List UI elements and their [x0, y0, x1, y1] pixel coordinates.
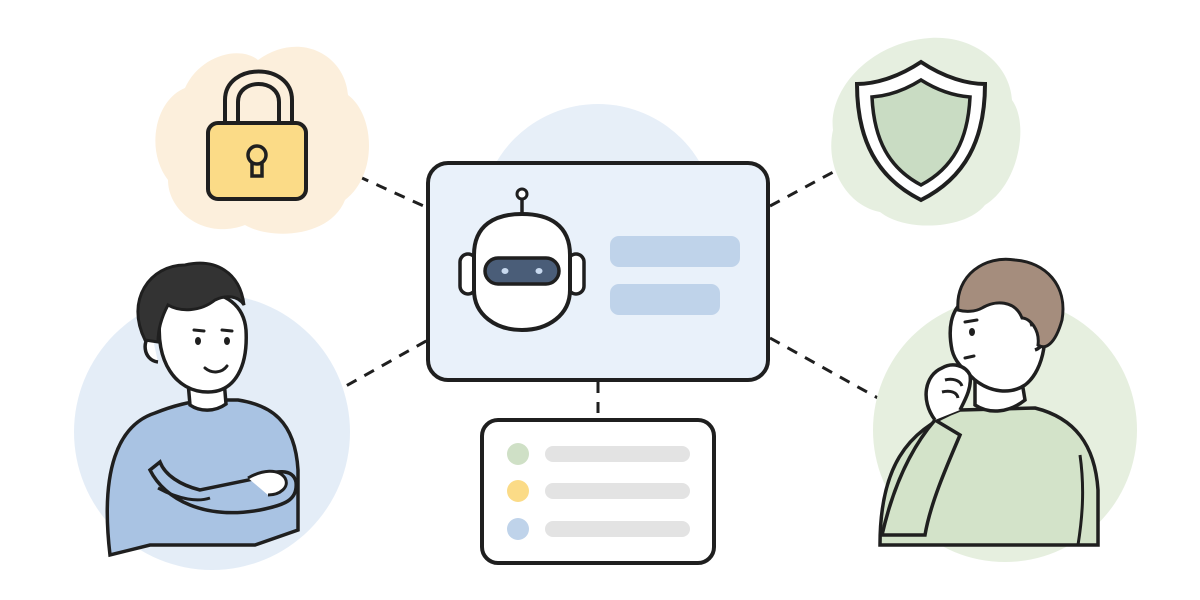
center-screen: [426, 104, 770, 382]
padlock-icon: [206, 69, 308, 201]
person-left-shirt: [105, 398, 300, 558]
robot-icon: [458, 187, 586, 333]
person-right-arm: [879, 417, 963, 537]
list-item-bar: [545, 446, 690, 462]
connector-lock: [339, 166, 429, 210]
list-item-bar: [545, 521, 690, 537]
list-dot-green: [507, 443, 529, 465]
message-line-1: [610, 236, 740, 267]
person-left-hair: [136, 261, 246, 344]
lock-group: [155, 46, 369, 234]
person-left-hand: [247, 469, 288, 497]
list-dot-blue: [507, 518, 529, 540]
shield-group: [831, 37, 1021, 226]
person-left: [74, 261, 350, 570]
list-item-bar: [545, 483, 690, 499]
connector-shield: [769, 161, 851, 208]
shield-icon: [854, 59, 988, 203]
person-right-hair: [956, 257, 1065, 349]
person-right: [873, 257, 1137, 562]
connector-person-right: [769, 336, 886, 404]
list-card: [480, 418, 716, 565]
message-line-2: [610, 284, 720, 315]
list-dot-yellow: [507, 480, 529, 502]
